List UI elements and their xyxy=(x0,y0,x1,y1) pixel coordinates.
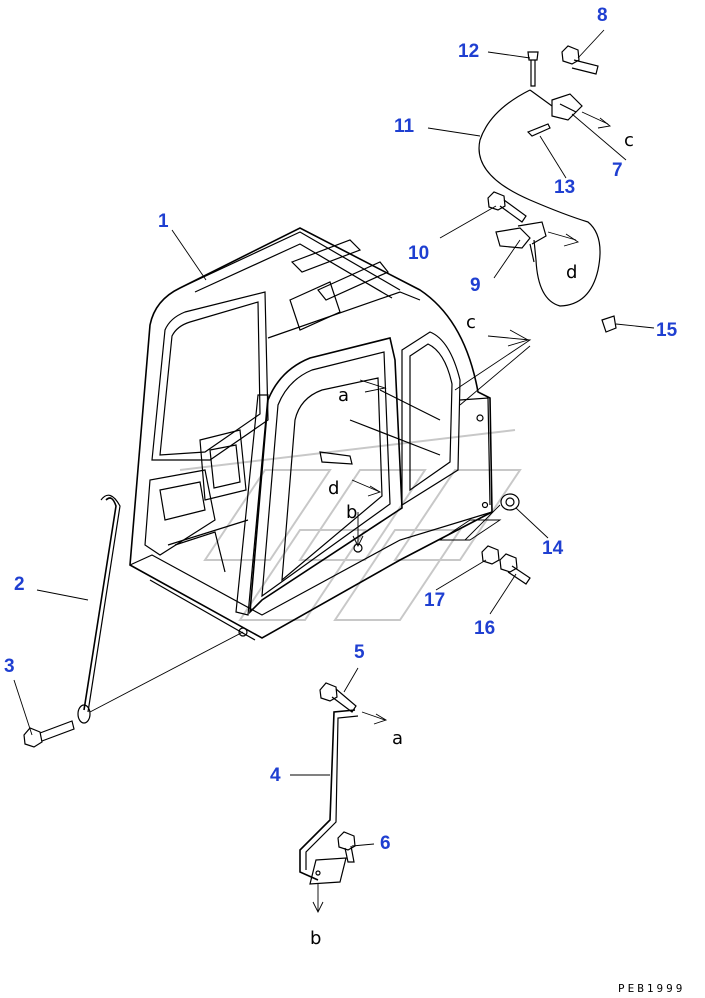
callout-9: 9 xyxy=(470,275,481,296)
pin-part-12 xyxy=(527,51,539,87)
bolt-part-16 xyxy=(499,553,531,585)
cab-frame xyxy=(129,227,493,641)
ref-c-upper: c xyxy=(624,130,634,151)
leader-lines xyxy=(13,29,655,847)
assembly-line-14 xyxy=(464,504,501,541)
assembly-line-rod xyxy=(89,631,244,713)
callout-14: 14 xyxy=(542,538,564,559)
callout-16: 16 xyxy=(474,618,495,639)
callout-3: 3 xyxy=(4,656,15,677)
reference-arrows xyxy=(312,111,612,914)
clamp-part-7 xyxy=(551,93,583,121)
bolt-part-5 xyxy=(319,682,357,713)
bolt-part-10 xyxy=(487,191,527,223)
ref-a-lower: a xyxy=(392,728,403,749)
cable-part-11 xyxy=(478,89,601,307)
callout-4: 4 xyxy=(270,765,281,786)
callout-5: 5 xyxy=(354,642,365,663)
rod-part-2 xyxy=(77,494,121,724)
ref-d-cab: d xyxy=(328,478,339,499)
callout-15: 15 xyxy=(656,320,678,341)
callout-6: 6 xyxy=(380,833,391,854)
callout-7: 7 xyxy=(612,160,623,181)
ref-b-cab: b xyxy=(346,502,357,523)
terminal-part-15 xyxy=(601,315,617,333)
callout-labels: 1 2 3 4 5 6 7 8 9 10 11 12 13 14 15 16 1… xyxy=(4,5,678,854)
nut-part-17 xyxy=(481,545,500,565)
clip-part-13 xyxy=(526,123,551,137)
washer-part-14 xyxy=(500,493,520,511)
ref-d-upper: d xyxy=(566,262,577,283)
rod-part-4 xyxy=(299,709,359,881)
callout-12: 12 xyxy=(458,41,479,62)
ref-a-cab: a xyxy=(338,385,349,406)
callout-2: 2 xyxy=(14,574,25,595)
bracket-part-4 xyxy=(309,857,347,885)
bolt-part-6 xyxy=(337,831,356,863)
callout-8: 8 xyxy=(597,5,608,26)
bolt-part-8 xyxy=(561,45,599,75)
callout-1: 1 xyxy=(158,211,169,232)
clamp-part-9 xyxy=(495,221,547,263)
reference-letters: c d c a d b a b xyxy=(310,130,634,949)
callout-13: 13 xyxy=(554,177,575,198)
ref-c-cab: c xyxy=(466,312,476,333)
drawing-code: PEB1999 xyxy=(618,982,685,995)
ref-b-lower: b xyxy=(310,928,321,949)
callout-11: 11 xyxy=(394,116,415,137)
callout-17: 17 xyxy=(424,590,445,611)
callout-10: 10 xyxy=(408,243,429,264)
